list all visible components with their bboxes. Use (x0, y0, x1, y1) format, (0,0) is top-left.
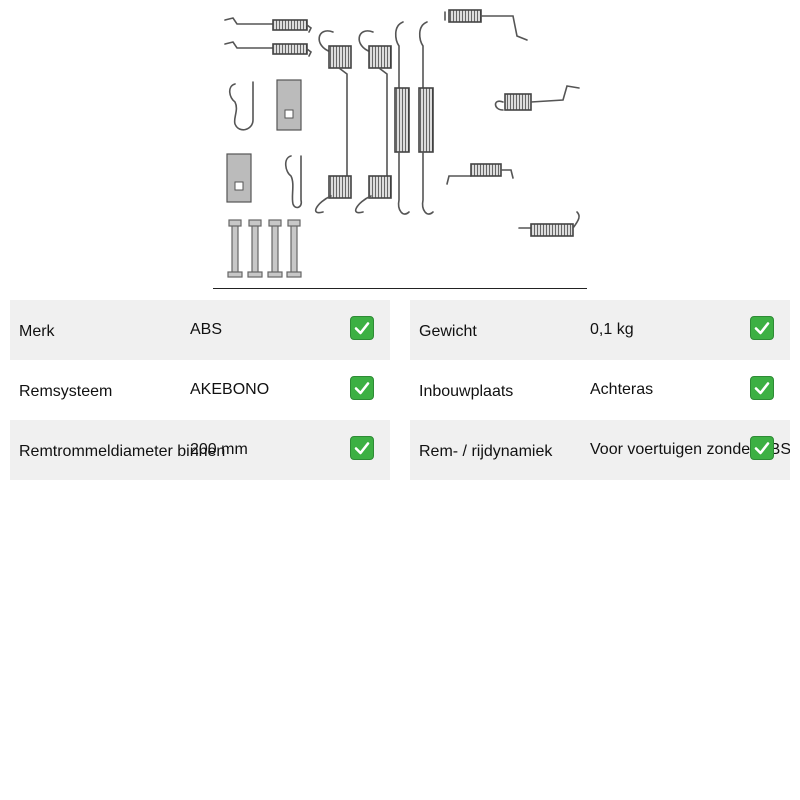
spec-value: 200 mm (190, 441, 248, 458)
spec-label: Gewicht (419, 323, 477, 340)
spec-row-merk: Merk ABS (10, 300, 390, 360)
spec-row-gewicht: Gewicht 0,1 kg (410, 300, 790, 360)
spec-row-remsysteem: Remsysteem AKEBONO (10, 360, 390, 420)
spec-value: Voor voertuigen zonder ABS (590, 441, 790, 458)
spec-value: AKEBONO (190, 381, 270, 398)
spec-label: Rem- / rijdynamiek (419, 443, 553, 460)
spec-row-remtrommeldiameter: Remtrommeldiameter binnen 200 mm (10, 420, 390, 480)
check-icon (750, 376, 774, 400)
spec-row-inbouwplaats: Inbouwplaats Achteras (410, 360, 790, 420)
spec-label: Remtrommeldiameter binnen (19, 443, 226, 460)
check-icon (750, 436, 774, 460)
brake-accessory-kit-image (224, 9, 580, 278)
spec-label: Remsysteem (19, 383, 113, 400)
spec-list-right: Gewicht 0,1 kg Inbouwplaats Achteras Rem… (410, 300, 790, 480)
spec-row-rem-rijdynamiek: Rem- / rijdynamiek Voor voertuigen zonde… (410, 420, 790, 480)
check-icon (350, 376, 374, 400)
check-icon (350, 436, 374, 460)
check-icon (750, 316, 774, 340)
spec-list-left: Merk ABS Remsysteem AKEBONO Remtrommeldi… (10, 300, 390, 480)
spec-value: 0,1 kg (590, 321, 634, 338)
spec-value: ABS (190, 321, 223, 338)
check-icon (350, 316, 374, 340)
spec-label: Merk (19, 323, 55, 340)
spec-value: Achteras (590, 381, 654, 398)
spec-label: Inbouwplaats (419, 383, 514, 400)
image-divider (213, 288, 587, 289)
